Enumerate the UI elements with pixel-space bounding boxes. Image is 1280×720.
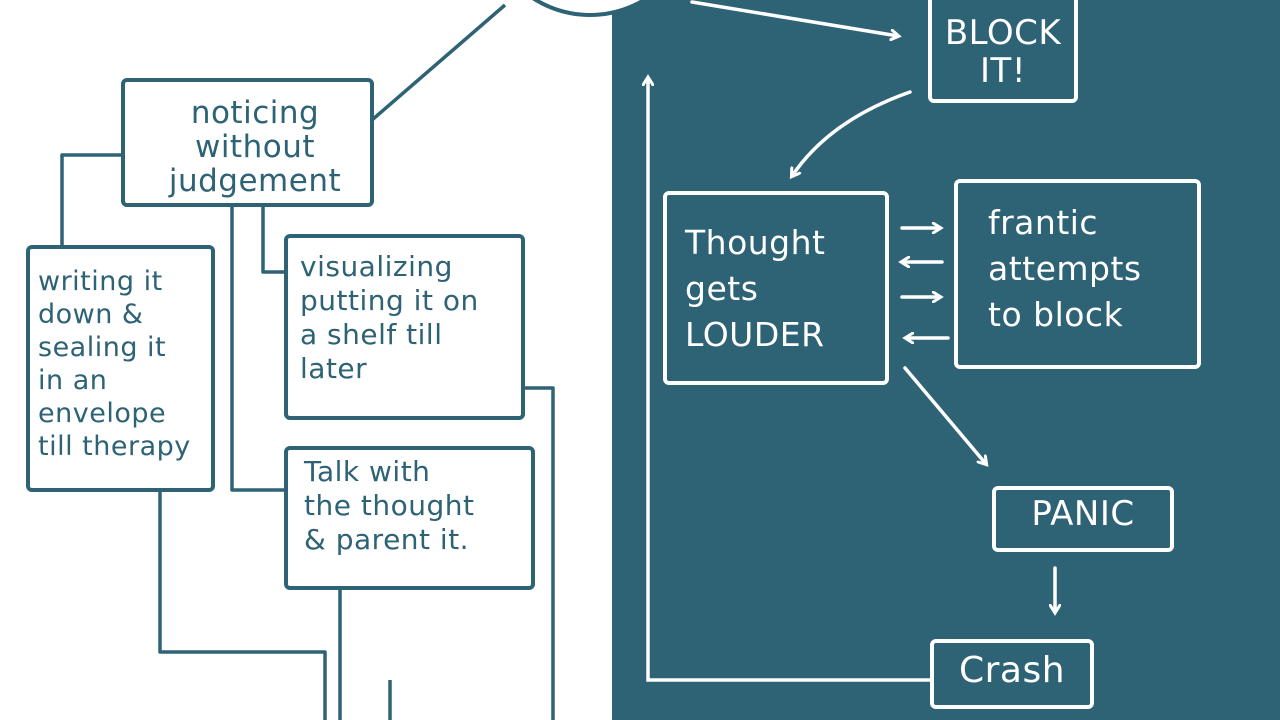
box-panic	[992, 486, 1174, 552]
teal-panel	[612, 0, 1280, 720]
box-louder	[663, 191, 889, 385]
arrow-circle-to-block	[690, 0, 898, 36]
left-connectors	[60, 3, 555, 720]
box-crash	[930, 639, 1094, 709]
panic-text: PANIC	[1031, 494, 1135, 534]
noticing-text: noticing without judgement	[168, 95, 342, 199]
box-talk	[284, 446, 535, 590]
box-visualizing	[284, 234, 525, 420]
writing-text: writing it down & sealing it in an envel…	[38, 266, 191, 462]
frantic-text: frantic attempts to block	[988, 203, 1142, 334]
visualizing-text: visualizing putting it on a shelf till l…	[300, 250, 479, 385]
top-circle	[532, 0, 648, 17]
box-noticing	[121, 78, 374, 207]
arrow-block-to-louder	[792, 90, 912, 176]
arrow-crash-loop-back	[648, 78, 932, 682]
arrow-louder-to-panic	[903, 366, 986, 464]
talk-text: Talk with the thought & parent it.	[304, 455, 475, 556]
box-block	[928, 0, 1078, 103]
block-text: BLOCK IT!	[944, 13, 1062, 91]
box-frantic	[954, 179, 1201, 369]
louder-text: Thought gets LOUDER	[685, 223, 826, 354]
box-writing	[26, 245, 215, 492]
crash-text: Crash	[958, 650, 1066, 691]
